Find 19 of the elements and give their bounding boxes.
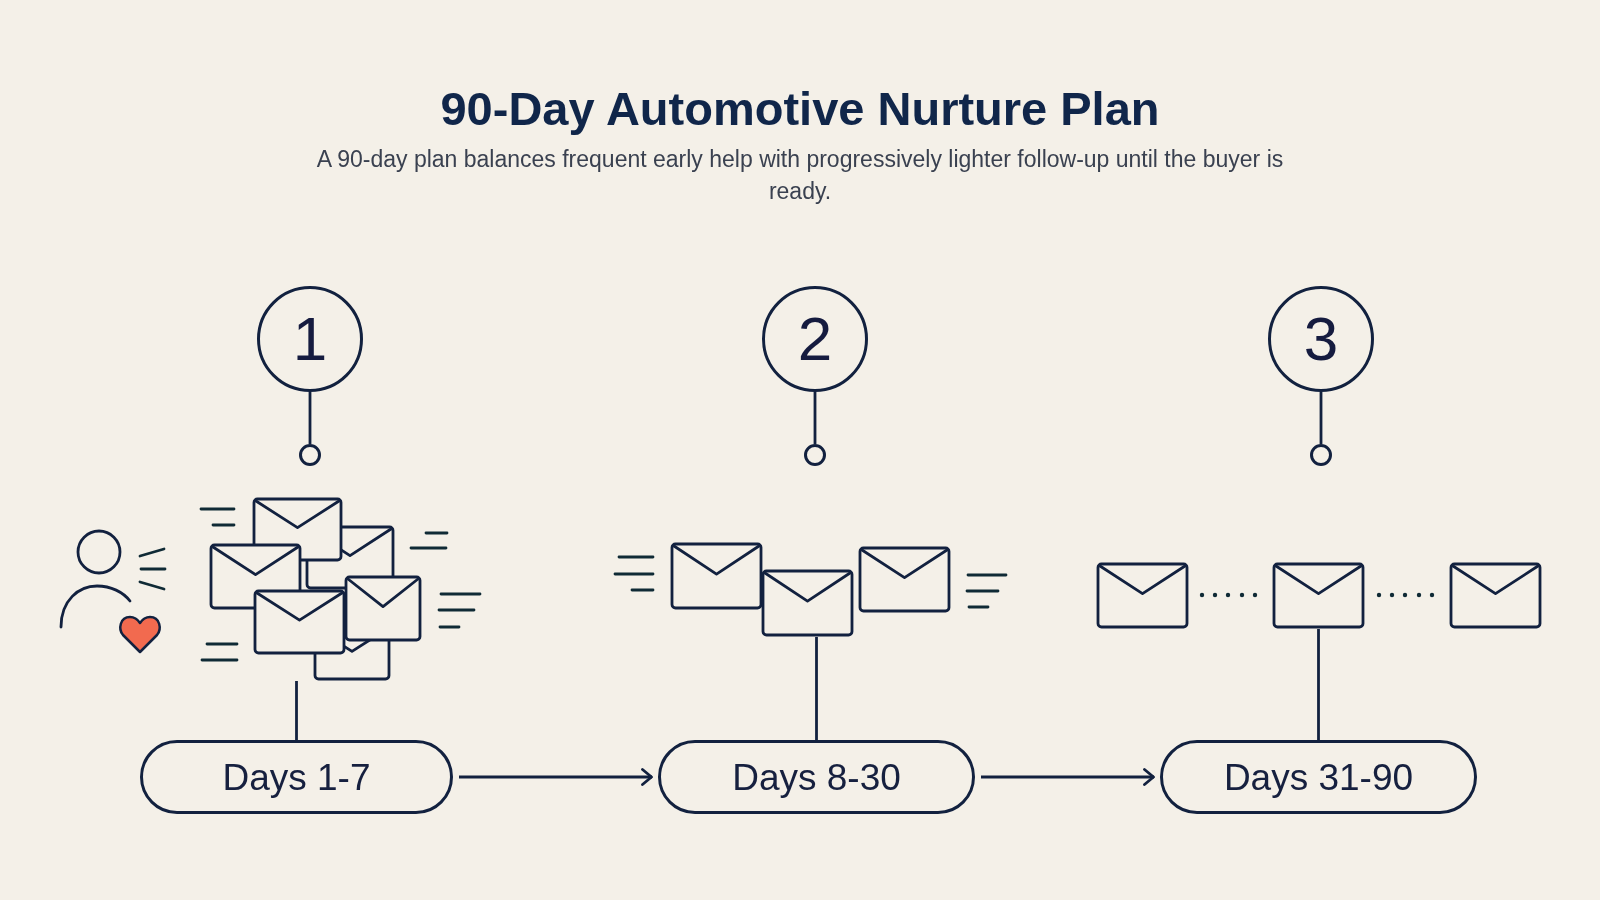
connector-line [813,392,817,444]
connector-line [815,637,818,740]
connector-line [308,392,312,444]
phase-label: Days 31-90 [1223,758,1414,796]
step-number: 1 [292,308,328,370]
step-number: 2 [797,308,833,370]
diagram-subtitle: A 90-day plan balances frequent early help with progressively lighter follow-up until the buyer is ready. [315,145,1285,206]
arrow [981,768,1155,786]
email-group-drawing [613,542,1009,637]
step-number: 3 [1303,308,1339,370]
connector-line [295,681,298,740]
connector-line [1319,392,1323,444]
connector-line [1317,629,1320,740]
spaced-emails-drawing [1096,562,1542,629]
arrow [459,768,653,786]
email-burst-drawing [199,497,483,681]
phase-label: Days 8-30 [732,758,901,796]
diagram-title: 90-Day Automotive Nurture Plan [440,81,1160,137]
phase-label: Days 1-7 [222,758,371,796]
